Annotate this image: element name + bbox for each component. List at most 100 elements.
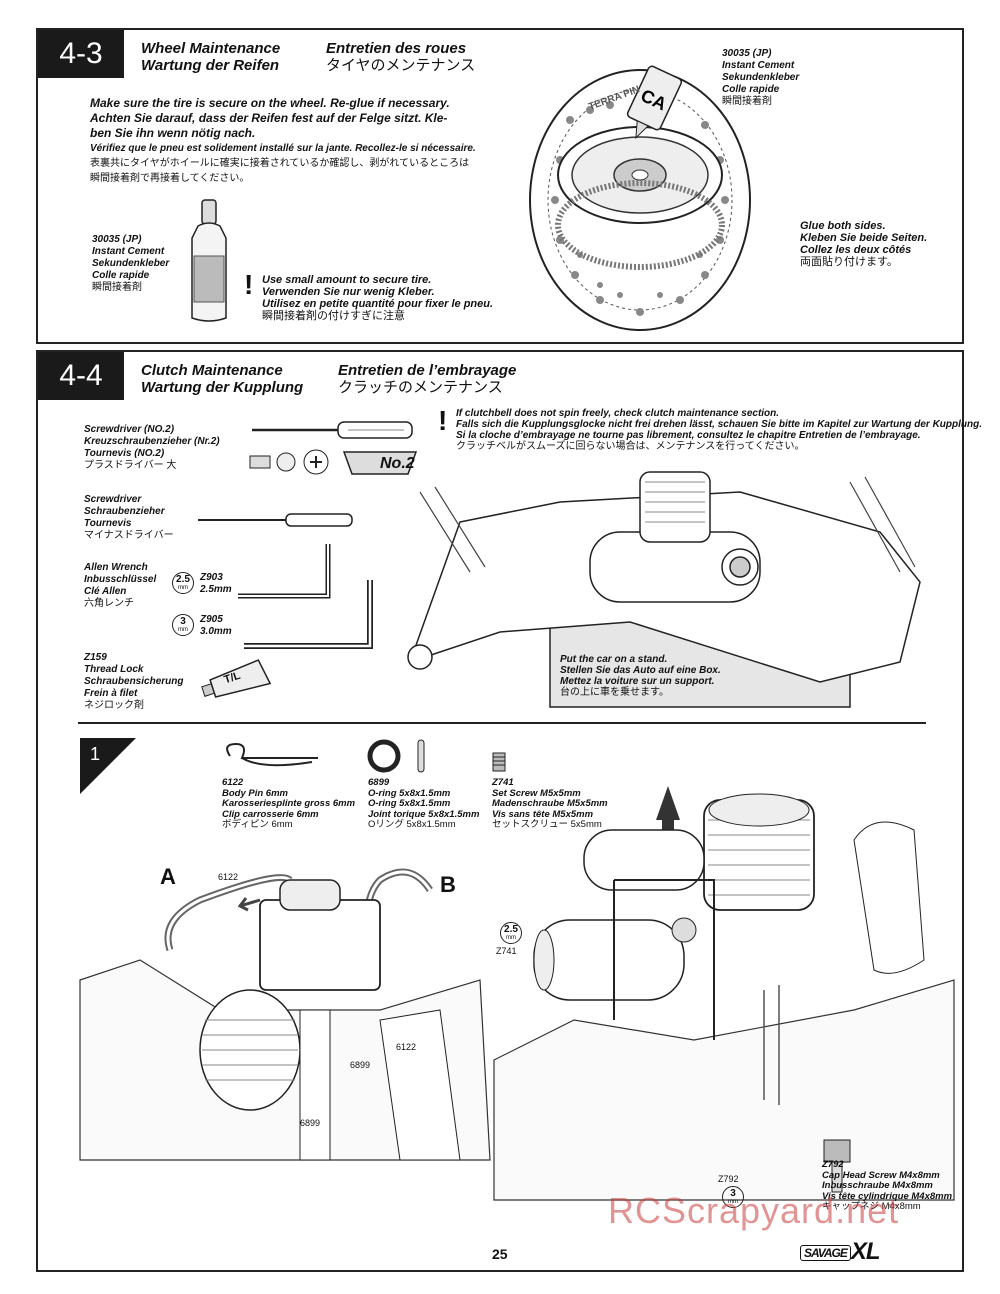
tool-thread-lock: Z159 Thread Lock Schraubensicherung Frei… xyxy=(84,652,183,712)
cement-label-right: 30035 (JP) Instant Cement Sekundenkleber… xyxy=(722,48,799,108)
label-6122-b: 6122 xyxy=(396,1042,417,1052)
title-fr: Entretien des roues xyxy=(326,40,467,57)
section-4-4-title-left: Clutch Maintenance Wartung der Kupplung xyxy=(141,362,303,396)
cement-jp-right: 瞬間接着剤 xyxy=(722,96,772,107)
z905-code: Z905 xyxy=(200,614,223,625)
part-en: Cap Head Screw M4x8mm xyxy=(822,1169,940,1181)
part-fr: Vis sans tête M5x5mm xyxy=(492,808,594,820)
warn-de: Falls sich die Kupplungsglocke nicht fre… xyxy=(456,419,983,430)
tool-jp: 六角レンチ xyxy=(84,598,134,609)
warn-en: Use small amount to secure tire. xyxy=(262,274,432,286)
title-de: Wartung der Kupplung xyxy=(141,379,304,396)
warning-exclaim-icon-44: ! xyxy=(438,405,448,436)
tool-fr: Tournevis xyxy=(84,518,132,529)
cement-en-right: Instant Cement xyxy=(722,60,795,71)
part-de: O-ring 5x8x1.5mm xyxy=(368,798,451,809)
part-en: Set Screw M5x5mm xyxy=(492,787,581,799)
label-6899-b: 6899 xyxy=(300,1118,321,1128)
tool-screwdriver-no2: Screwdriver (NO.2) Kreuzschraubenzieher … xyxy=(84,424,220,472)
allen-wrench-icons xyxy=(238,544,373,649)
part-jp: セットスクリュー 5x5mm xyxy=(492,819,602,830)
tool-flat-screwdriver: Screwdriver Schraubenzieher Tournevis マイ… xyxy=(84,494,174,542)
tl-en: Thread Lock xyxy=(84,664,144,675)
tool-allen-wrench: Allen Wrench Inbusschlüssel Clé Allen 六角… xyxy=(84,562,156,610)
title-fr: Entretien de l’embrayage xyxy=(338,362,517,379)
part-en: Body Pin 6mm xyxy=(222,787,288,799)
part-en: O-ring 5x8x1.5mm xyxy=(368,787,451,799)
tl-de: Schraubensicherung xyxy=(84,676,184,687)
section-divider xyxy=(78,722,926,724)
title-en: Wheel Maintenance xyxy=(141,40,281,57)
part-z741: Z741 Set Screw M5x5mm Madenschraube M5x5… xyxy=(492,777,608,831)
no2-label: No.2 xyxy=(380,455,415,472)
warn-en: If clutchbell does not spin freely, chec… xyxy=(456,408,780,419)
tl-jp: ネジロック剤 xyxy=(84,700,144,711)
section-number-4-4: 4-4 xyxy=(38,352,124,400)
wheel-instructions: Make sure the tire is secure on the whee… xyxy=(90,96,476,186)
tool-de: Inbusschlüssel xyxy=(84,574,157,585)
callout-a: A xyxy=(160,864,176,889)
section-number-4-3: 4-3 xyxy=(38,30,124,78)
warn-fr: Si la cloche d’embrayage ne tourne pas l… xyxy=(456,430,921,441)
cement-jp: 瞬間接着剤 xyxy=(92,282,142,293)
section-4-3-title-left: Wheel Maintenance Wartung der Reifen xyxy=(141,40,280,74)
stand-de: Stellen Sie das Auto auf eine Box. xyxy=(560,665,721,676)
glue-bottle-illustration xyxy=(191,199,227,322)
z903-code: Z903 xyxy=(200,572,223,583)
allen-z903: Z903 2.5mm xyxy=(200,572,232,596)
page-number: 25 xyxy=(492,1246,508,1262)
part-code: 6899 xyxy=(368,777,390,788)
glue-both-sides-label: Glue both sides. Kleben Sie beide Seiten… xyxy=(800,220,927,268)
warn-de: Verwenden Sie nur wenig Kleber. xyxy=(262,286,435,298)
part-code: Z741 xyxy=(492,777,514,788)
stand-jp: 台の上に車を乗せます。 xyxy=(560,687,669,698)
title-en: Clutch Maintenance xyxy=(141,362,283,379)
tl-fr: Frein à filet xyxy=(84,688,138,699)
stand-en: Put the car on a stand. xyxy=(560,654,668,665)
thread-lock-tube-icon xyxy=(201,659,272,698)
part-fr: Joint torique 5x8x1.5mm xyxy=(368,808,480,820)
glue-en: Glue both sides. xyxy=(800,220,886,232)
tool-en: Screwdriver (NO.2) xyxy=(84,424,175,435)
part-fr: Vis tête cylindrique M4x8mm xyxy=(822,1190,953,1202)
label-6122-a: 6122 xyxy=(218,872,239,882)
tool-en: Allen Wrench xyxy=(84,562,148,573)
callout-b: B xyxy=(440,872,456,897)
instr-jp-2: 瞬間接着剤で再接着してください。 xyxy=(90,173,250,184)
cement-fr-right: Colle rapide xyxy=(722,84,780,95)
tool-jp: プラスドライバー 大 xyxy=(84,460,177,471)
body-pin-icon xyxy=(226,742,318,767)
tool-de: Kreuzschraubenzieher (Nr.2) xyxy=(84,436,220,447)
set-screw-icon xyxy=(492,752,506,772)
tool-fr: Tournevis (NO.2) xyxy=(84,448,165,459)
stand-fr: Mettez la voiture sur un support. xyxy=(560,676,715,687)
part-fr: Clip carrosserie 6mm xyxy=(222,808,319,820)
z903-size: 2.5mm xyxy=(200,584,232,595)
cement-label-left: 30035 (JP) Instant Cement Sekundenkleber… xyxy=(92,234,169,294)
label-z741: Z741 xyxy=(496,946,517,956)
fuel-tank-assembly-illustration xyxy=(79,868,491,1161)
part-6122: 6122 Body Pin 6mm Karosseriesplinte gros… xyxy=(222,777,355,831)
car-on-stand-illustration xyxy=(407,471,921,708)
cement-de: Sekundenkleber xyxy=(92,258,170,269)
tool-en: Screwdriver xyxy=(84,494,142,505)
title-jp: クラッチのメンテナンス xyxy=(338,379,503,396)
instr-de-2: ben Sie ihn wenn nötig nach. xyxy=(90,126,256,140)
step-number: 1 xyxy=(90,744,101,764)
instr-de-1: Achten Sie darauf, dass der Reifen fest … xyxy=(90,111,448,125)
part-de: Madenschraube M5x5mm xyxy=(492,798,608,809)
part-z792: Z792 Cap Head Screw M4x8mm Inbusschraube… xyxy=(822,1159,953,1213)
tool-de: Schraubenzieher xyxy=(84,506,165,517)
tl-code: Z159 xyxy=(84,652,107,663)
cement-fr: Colle rapide xyxy=(92,270,150,281)
part-de: Inbusschraube M4x8mm xyxy=(822,1180,933,1191)
section-4-3-panel xyxy=(36,28,964,344)
label-6899-a: 6899 xyxy=(350,1060,371,1070)
instr-fr: Vérifiez que le pneu est solidement inst… xyxy=(90,143,476,154)
allen-z905: Z905 3.0mm xyxy=(200,614,232,638)
warn-fr: Utilisez en petite quantité pour fixer l… xyxy=(262,298,494,310)
clutch-warning: If clutchbell does not spin freely, chec… xyxy=(456,408,982,452)
z905-size: 3.0mm xyxy=(200,626,232,637)
